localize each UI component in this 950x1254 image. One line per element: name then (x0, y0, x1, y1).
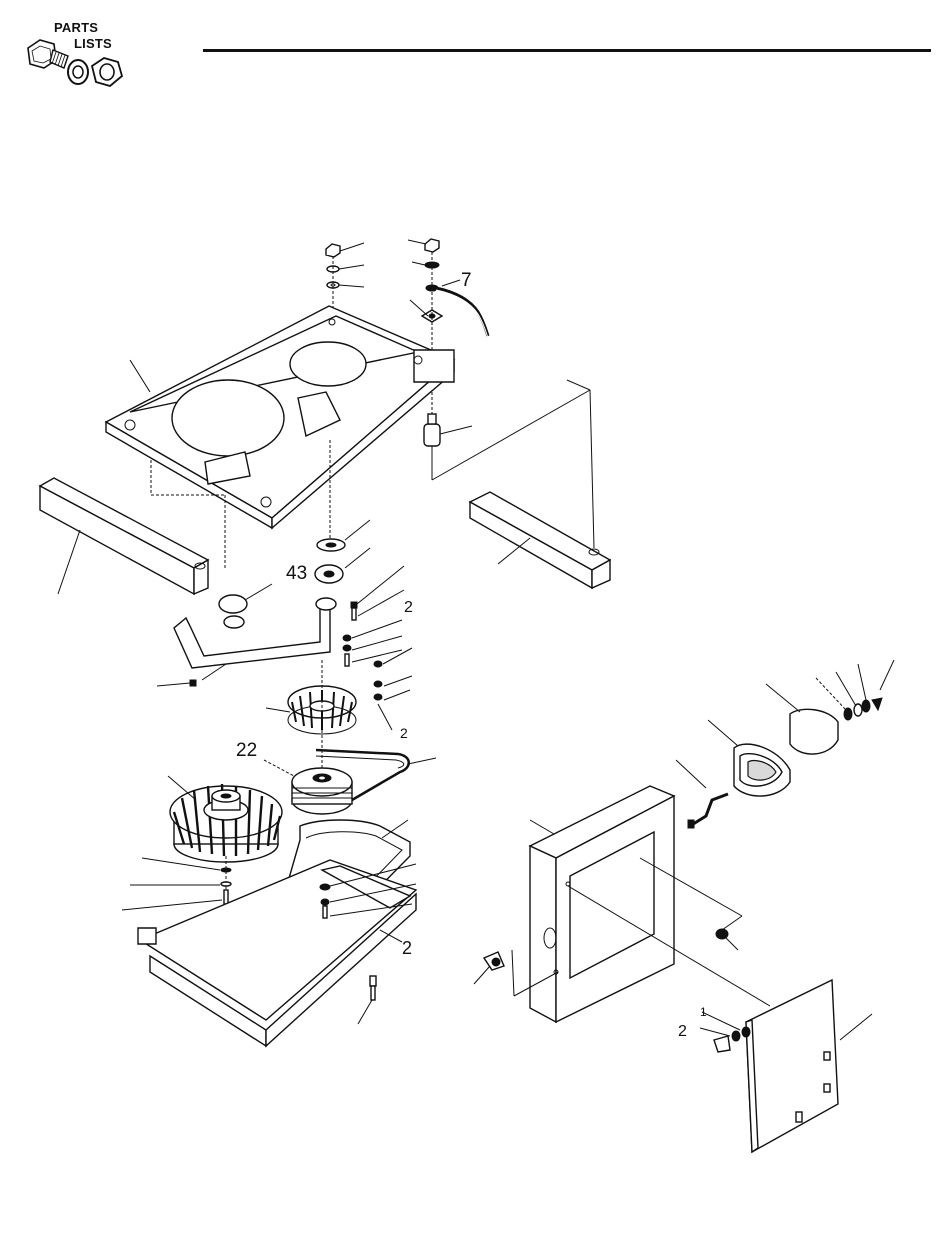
callout-43: 43 (286, 563, 307, 584)
callout-partial-2b: 2 (400, 725, 408, 741)
blower-fan-small (266, 686, 356, 734)
callout-partial-2a: 2 (404, 599, 413, 616)
callout-22: 22 (236, 740, 257, 761)
exhaust-pipe-assembly: 43 (157, 520, 370, 686)
air-filter-assembly (708, 660, 894, 796)
callout-7: 7 (461, 270, 472, 291)
callout-partial-2c: 2 (402, 938, 412, 958)
breather-tube (676, 760, 728, 828)
base-pan: 2 (138, 860, 416, 1046)
wing-nut-left (474, 952, 504, 984)
right-channel-rail (470, 492, 610, 588)
callout-partial-2d: 2 (678, 1023, 687, 1040)
air-filter-hardware (816, 660, 894, 720)
access-panel: 1 2 (678, 980, 872, 1152)
callout-partial-1: 1 (700, 1005, 707, 1019)
base-frame (106, 306, 454, 570)
enclosure-box (512, 786, 770, 1022)
